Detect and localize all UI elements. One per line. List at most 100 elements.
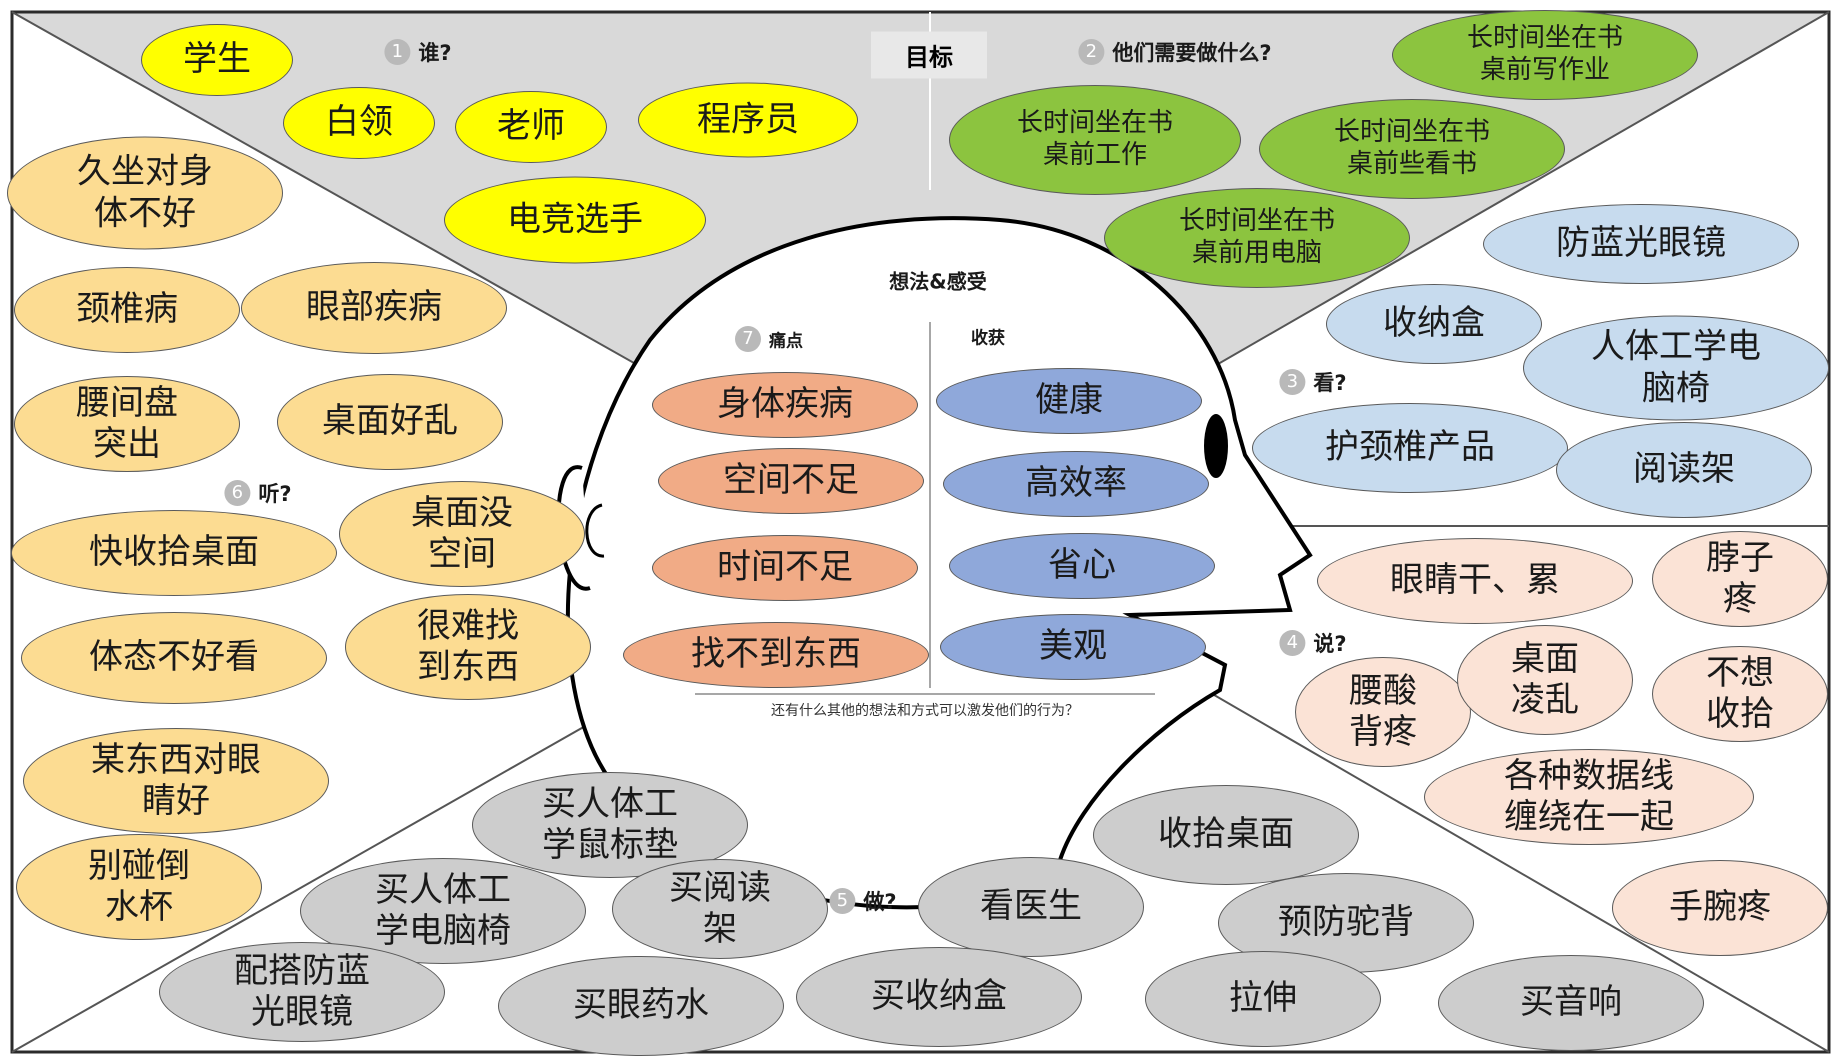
bubble-text: 桌面没 空间: [411, 492, 513, 574]
bubble-text: 买眼药水: [573, 985, 709, 1026]
bubble-text: 看医生: [980, 886, 1082, 927]
bubble-needs: 长时间坐在书 桌前用电脑: [1104, 188, 1410, 288]
section-number-badge: 7: [735, 326, 761, 352]
bottom-question: 还有什么其他的想法和方式可以激发他们的行为？: [771, 703, 1079, 719]
bubble-hear: 快收拾桌面: [11, 510, 337, 596]
section-question: 谁?: [418, 41, 452, 65]
gain-label: 收获: [971, 328, 1005, 349]
bubble-pain: 空间不足: [658, 448, 924, 514]
bubble-text: 很难找 到东西: [417, 605, 519, 687]
pain-label: 痛点: [769, 331, 803, 352]
bubble-who: 白领: [283, 87, 435, 159]
bubble-gain: 高效率: [943, 451, 1209, 517]
bubble-do: 收拾桌面: [1093, 785, 1359, 885]
feelings-title: 想法&感受: [889, 269, 987, 294]
bubble-text: 脖子 疼: [1706, 537, 1774, 619]
bubble-text: 程序员: [697, 99, 799, 140]
bubble-hear: 某东西对眼 睛好: [23, 728, 329, 834]
bubble-hear: 眼部疾病: [241, 262, 507, 354]
bubble-needs: 长时间坐在书 桌前工作: [949, 85, 1241, 195]
bubble-text: 高效率: [1025, 463, 1127, 504]
bubble-text: 找不到东西: [691, 634, 861, 675]
bubble-text: 手腕疼: [1669, 887, 1771, 928]
bubble-text: 身体疾病: [717, 384, 853, 425]
section-question: 听?: [258, 482, 292, 506]
bubble-hear: 很难找 到东西: [345, 594, 591, 700]
bubble-text: 长时间坐在书 桌前写作业: [1466, 23, 1623, 85]
bubble-say: 脖子 疼: [1652, 531, 1828, 627]
section-say-heading: 4 说?: [1279, 628, 1347, 658]
bubble-text: 各种数据线 缠绕在一起: [1504, 755, 1674, 837]
bubble-text: 颈椎病: [76, 289, 178, 330]
bubble-hear: 桌面好乱: [277, 374, 503, 470]
bubble-text: 别碰倒 水杯: [88, 845, 190, 927]
bubble-hear: 体态不好看: [21, 612, 327, 704]
bubble-text: 买收纳盒: [871, 976, 1007, 1017]
bubble-do: 买阅读 架: [612, 859, 828, 959]
bubble-do: 看医生: [918, 857, 1144, 957]
bubble-text: 阅读架: [1633, 449, 1735, 490]
bubble-who: 程序员: [638, 82, 858, 158]
bubble-text: 眼部疾病: [306, 287, 442, 328]
bubble-hear: 腰间盘 突出: [14, 376, 240, 472]
bubble-say: 不想 收拾: [1652, 646, 1828, 742]
bubble-who: 电竞选手: [444, 176, 706, 264]
section-number-badge: 6: [224, 480, 251, 506]
bubble-do: 买眼药水: [498, 956, 784, 1056]
section-question: 做?: [863, 890, 897, 914]
bubble-text: 桌面好乱: [322, 401, 458, 442]
bubble-text: 时间不足: [717, 547, 853, 588]
section-question: 看?: [1313, 371, 1347, 395]
bubble-text: 眼睛干、累: [1390, 560, 1560, 601]
bubble-text: 不想 收拾: [1706, 652, 1774, 734]
bubble-say: 腰酸 背疼: [1295, 657, 1471, 767]
bubble-hear: 颈椎病: [14, 267, 240, 353]
bubble-say: 桌面 凌乱: [1457, 625, 1633, 735]
bubble-text: 买阅读 架: [669, 867, 771, 949]
eye-icon: [1204, 414, 1228, 478]
bubble-do: 拉伸: [1145, 951, 1381, 1047]
bubble-text: 买人体工 学电脑椅: [375, 869, 511, 951]
bubble-do: 买收纳盒: [796, 947, 1082, 1047]
bubble-who: 学生: [141, 24, 293, 96]
bubble-text: 长时间坐在书 桌前些看书: [1333, 117, 1490, 179]
section-question: 说?: [1313, 632, 1347, 656]
bubble-text: 老师: [497, 106, 565, 147]
bubble-text: 白领: [325, 102, 393, 143]
bubble-text: 拉伸: [1229, 978, 1297, 1019]
bubble-gain: 健康: [936, 368, 1202, 434]
bubble-do: 买音响: [1438, 955, 1704, 1051]
bubble-say: 手腕疼: [1612, 860, 1828, 956]
bubble-text: 人体工学电 脑椅: [1591, 326, 1761, 408]
outer-frame: [10, 10, 1831, 1054]
bubble-text: 预防驼背: [1278, 902, 1414, 943]
bubble-text: 收拾桌面: [1158, 814, 1294, 855]
pain-heading: 7 痛点: [735, 326, 803, 352]
bubble-gain: 美观: [940, 614, 1206, 680]
bubble-text: 空间不足: [723, 460, 859, 501]
bubble-text: 腰间盘 突出: [76, 382, 178, 464]
bubble-see: 收纳盒: [1326, 284, 1542, 364]
section-number-badge: 5: [829, 888, 856, 914]
goal-label: 目标: [871, 31, 987, 79]
bubble-needs: 长时间坐在书 桌前些看书: [1259, 99, 1565, 199]
section-do-heading: 5 做?: [829, 886, 897, 916]
bubble-text: 买人体工 学鼠标垫: [542, 783, 678, 865]
section-question: 他们需要做什么?: [1112, 41, 1272, 65]
bubble-needs: 长时间坐在书 桌前写作业: [1392, 10, 1698, 100]
bubble-see: 人体工学电 脑椅: [1523, 315, 1829, 421]
bubble-text: 健康: [1035, 380, 1103, 421]
bubble-text: 美观: [1039, 626, 1107, 667]
bubble-text: 腰酸 背疼: [1349, 670, 1417, 752]
bubble-text: 学生: [183, 39, 251, 80]
bubble-see: 防蓝光眼镜: [1483, 204, 1799, 284]
bubble-see: 护颈椎产品: [1252, 403, 1568, 493]
bubble-pain: 时间不足: [652, 535, 918, 601]
bubble-text: 久坐对身 体不好: [77, 151, 213, 233]
bubble-text: 收纳盒: [1383, 303, 1485, 344]
bubble-do: 配搭防蓝 光眼镜: [159, 942, 445, 1042]
section-number-badge: 4: [1279, 630, 1306, 656]
